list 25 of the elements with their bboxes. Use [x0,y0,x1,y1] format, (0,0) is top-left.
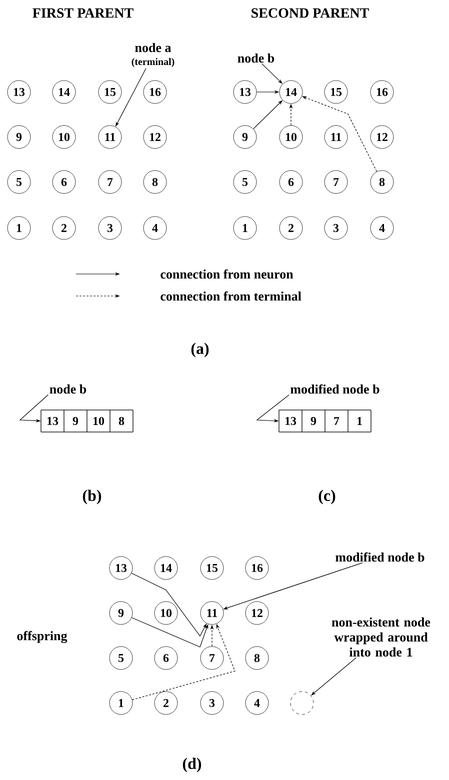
panel-label: (a) [191,342,209,358]
array-cell: 13 [278,410,302,432]
array-cell: 13 [40,410,64,432]
array-cell: 8 [110,410,134,432]
arrow [131,617,208,648]
node-label: node b [50,384,86,394]
node-label: node b [238,53,274,63]
heading: SECOND PARENT [252,8,369,18]
node-label: modified node b [336,552,424,562]
panel-label: (d) [182,758,202,772]
array-cell: 7 [324,410,348,432]
panel-label: (c) [318,490,336,504]
note-text: non-existent node wrapped around into node 1 [332,617,430,657]
array-cell: 1 [348,410,372,432]
legend-text: connection from neuron [160,269,294,279]
panel-label: (b) [82,490,102,504]
node-label: modified node b [290,384,380,394]
array-cell: 9 [64,410,88,432]
dashed-circle [290,691,314,715]
node-label: node a (terminal) [132,42,174,68]
side-label: offspring [17,630,68,644]
legend-text: connection from terminal [160,291,302,301]
heading: FIRST PARENT [32,8,134,18]
array-cell: 10 [86,410,110,432]
array-cell: 9 [302,410,326,432]
